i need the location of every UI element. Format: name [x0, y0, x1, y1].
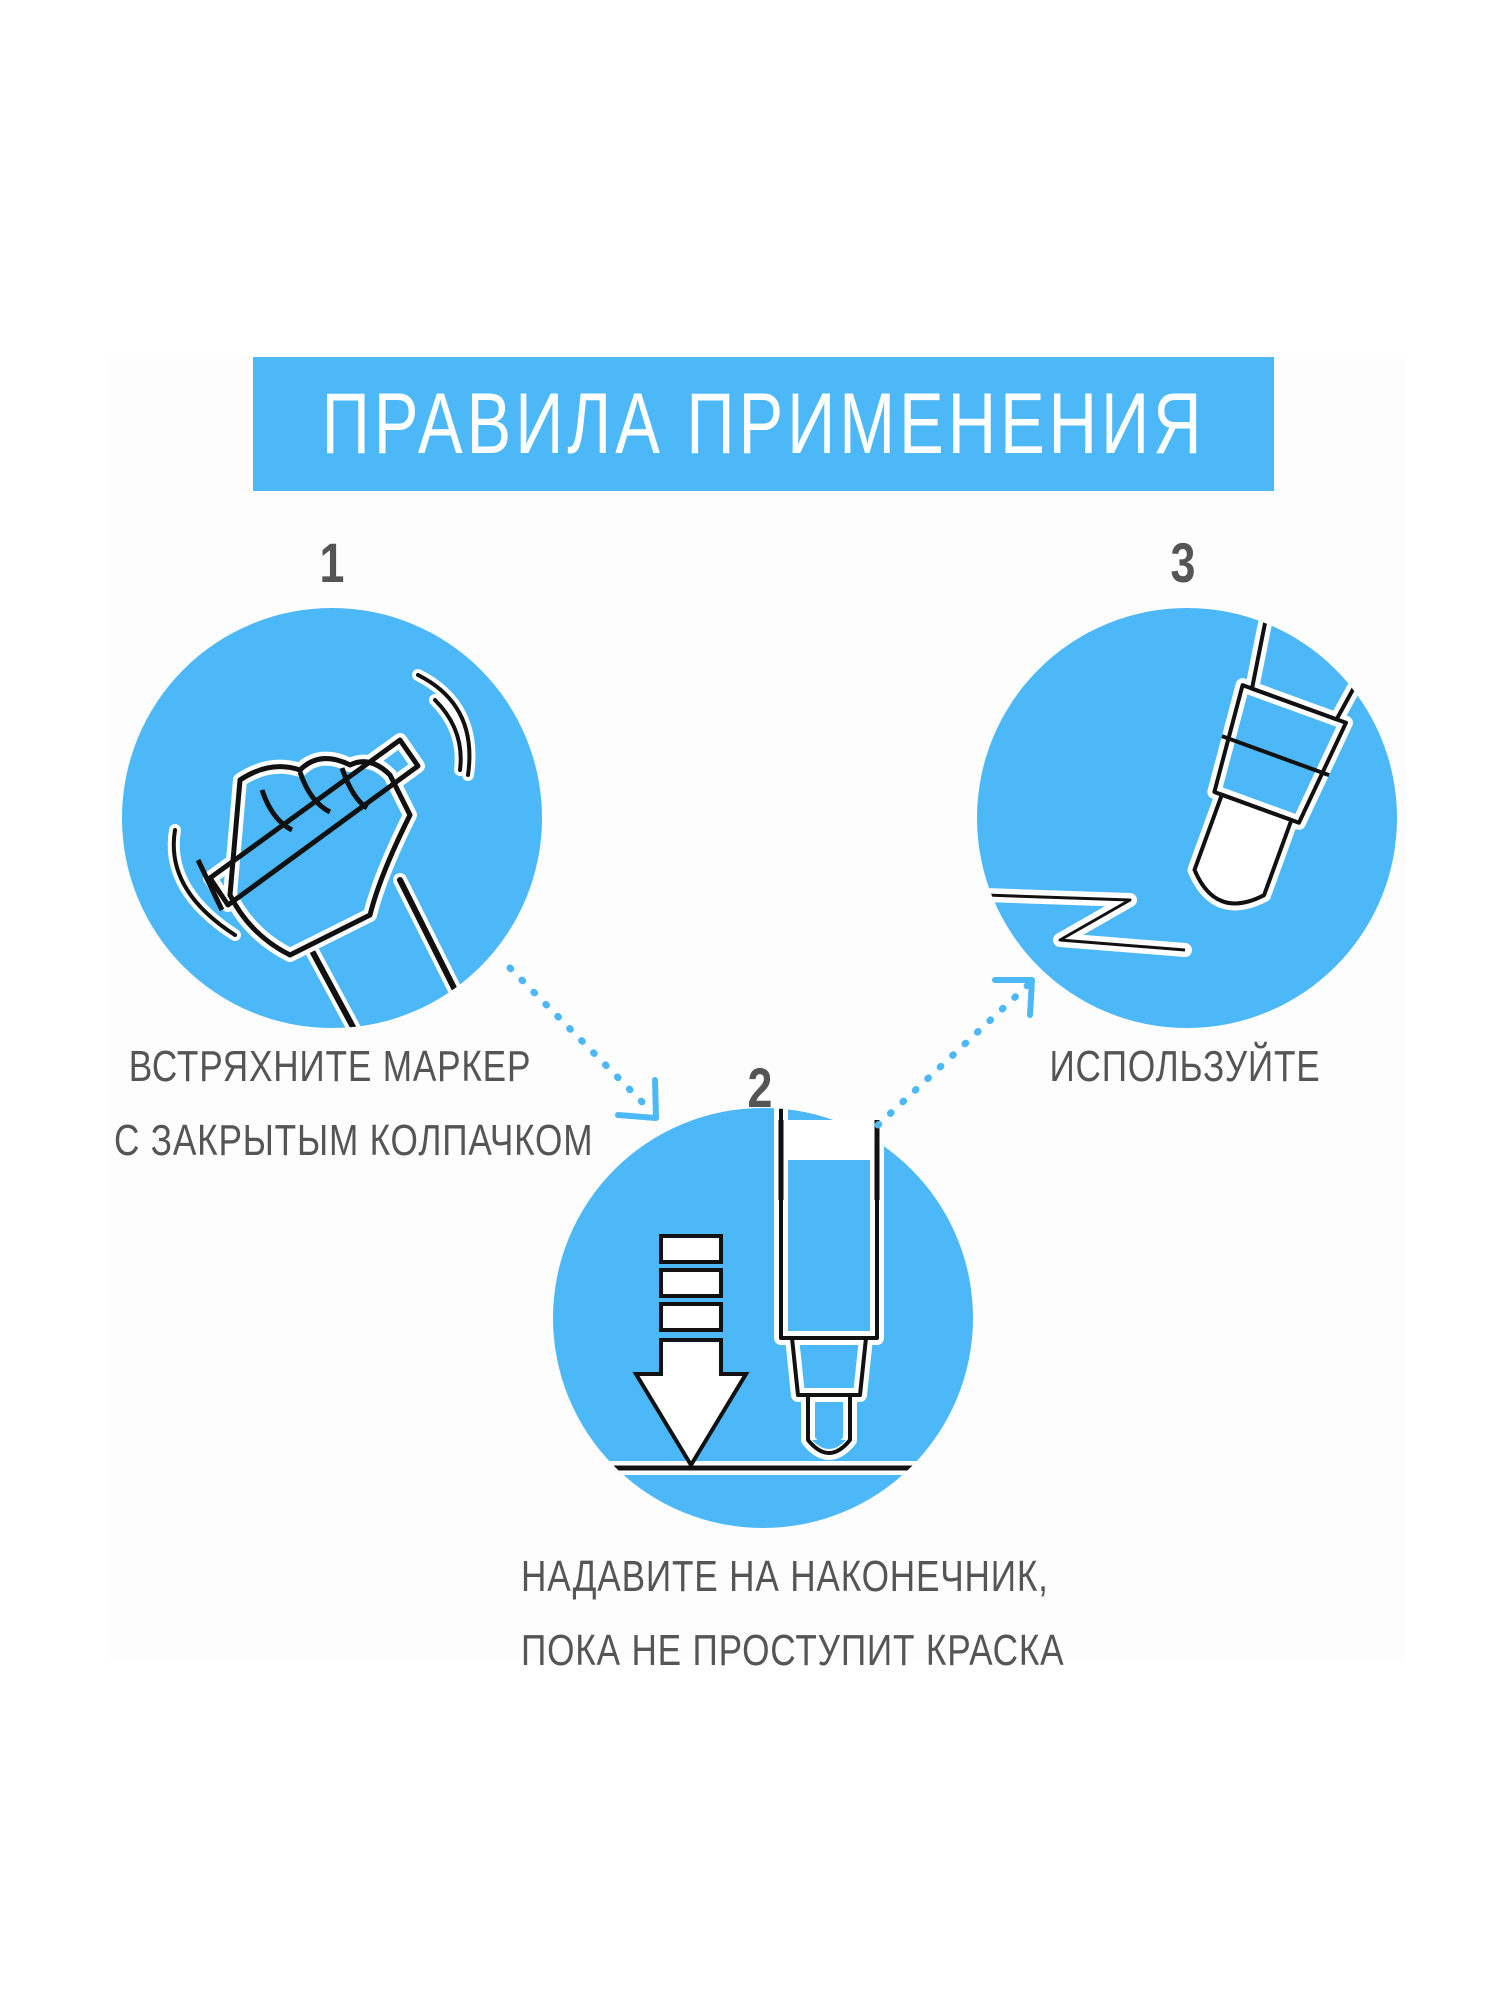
step-1-caption-line2: С ЗАКРЫТЫМ КОЛПАЧКОМ: [114, 1116, 594, 1165]
step-1-number: 1: [319, 531, 345, 594]
arrow-step2-to-step3: [874, 977, 1035, 1129]
step-3-number: 3: [1170, 531, 1196, 594]
step-2-number: 2: [747, 1056, 773, 1119]
page-title: ПРАВИЛА ПРИМЕНЕНИЯ: [321, 375, 1206, 472]
step-1-caption-line1: ВСТРЯХНИТЕ МАРКЕР: [128, 1042, 532, 1091]
step-2-caption: НАДАВИТЕ НА НАКОНЕЧНИК, ПОКА НЕ ПРОСТУПИ…: [460, 1540, 1070, 1688]
step-2-caption-line2: ПОКА НЕ ПРОСТУПИТ КРАСКА: [521, 1626, 1065, 1675]
step-3-caption: ИСПОЛЬЗУЙТЕ: [1000, 1030, 1370, 1104]
press-tip-icon: [553, 1108, 973, 1528]
title-banner: ПРАВИЛА ПРИМЕНЕНИЯ: [253, 357, 1274, 491]
step-1-caption: ВСТРЯХНИТЕ МАРКЕР С ЗАКРЫТЫМ КОЛПАЧКОМ: [60, 1030, 600, 1178]
arrow-step1-to-step2: [506, 964, 659, 1121]
step-2-caption-line1: НАДАВИТЕ НА НАКОНЕЧНИК,: [521, 1552, 1049, 1601]
writing-marker-icon: [977, 608, 1397, 1028]
shaking-marker-icon: [122, 608, 542, 1028]
step-3-caption-line1: ИСПОЛЬЗУЙТЕ: [1049, 1042, 1321, 1091]
